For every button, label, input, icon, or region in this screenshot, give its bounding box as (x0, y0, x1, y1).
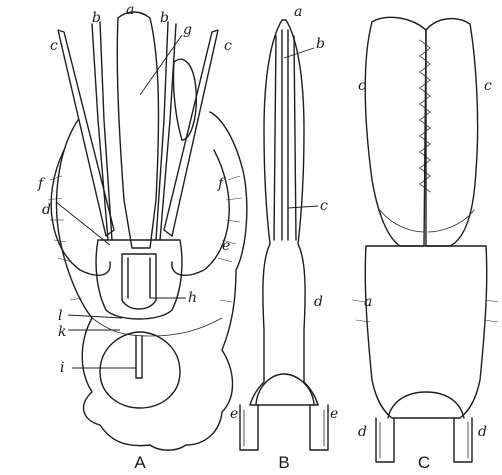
label-c-c1: c (358, 78, 366, 94)
label-c-d2: d (478, 424, 487, 440)
label-a-e: e (222, 238, 230, 254)
caption-a: A (134, 453, 146, 472)
panel-c-drawing (352, 17, 498, 462)
label-b-e1: e (230, 406, 238, 422)
caption-b: B (278, 453, 289, 472)
label-a-b2: b (160, 10, 169, 26)
label-b-c: c (320, 198, 328, 214)
label-b-a: a (294, 4, 302, 20)
label-a-f1: f (37, 176, 46, 192)
label-a-b1: b (92, 10, 101, 26)
label-c-a: a (364, 294, 372, 310)
label-c-c2: c (484, 78, 492, 94)
label-c-d1: d (358, 424, 367, 440)
label-a-l: l (58, 308, 62, 324)
label-a-g: g (183, 22, 192, 38)
label-a-k: k (58, 324, 66, 340)
label-a-h: h (188, 290, 197, 306)
label-a-c1: c (50, 38, 58, 54)
label-a-i: i (60, 360, 64, 376)
panel-a-drawing (48, 12, 247, 450)
label-a-d: d (42, 202, 51, 218)
label-a-a: a (126, 2, 134, 18)
label-a-c2: c (224, 38, 232, 54)
label-b-b: b (316, 36, 325, 52)
label-b-e2: e (330, 406, 338, 422)
panel-b-drawing (240, 20, 328, 450)
caption-c: C (418, 453, 430, 472)
label-b-d: d (314, 294, 323, 310)
